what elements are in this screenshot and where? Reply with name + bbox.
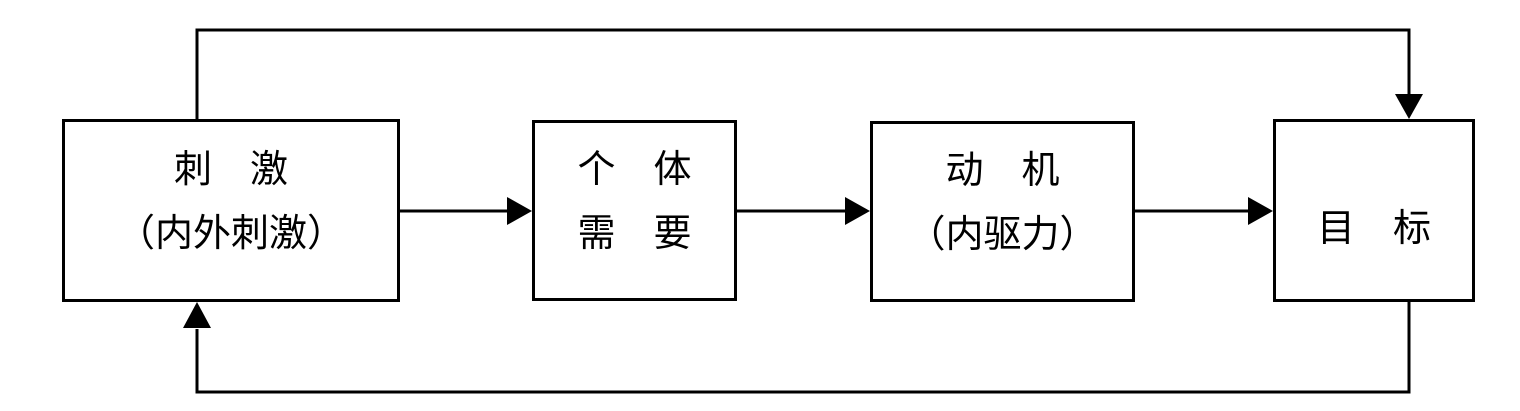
box-stimulus: 刺 激 （内外刺激） <box>62 119 400 302</box>
box-motivation-title: 动 机 <box>945 147 1060 192</box>
box-motivation: 动 机 （内驱力） <box>870 121 1135 302</box>
arrow-needs-to-motivation-arrowhead <box>845 197 870 225</box>
feedback-bottom-arrowhead <box>183 302 211 328</box>
box-stimulus-title: 刺 激 <box>173 146 288 191</box>
arrow-motivation-to-goal-arrowhead <box>1248 197 1273 225</box>
box-needs-line2: 需 要 <box>577 210 692 255</box>
box-needs-line1: 个 体 <box>577 146 692 191</box>
feedback-bottom-line <box>195 302 1411 394</box>
feedback-top-arrowhead <box>1395 94 1423 119</box>
box-goal-title: 目 标 <box>1316 205 1431 250</box>
box-motivation-subtitle: （内驱力） <box>907 211 1098 256</box>
feedback-top-line <box>195 28 1411 119</box>
box-individual-needs: 个 体 需 要 <box>532 120 737 301</box>
arrow-stimulus-to-needs-arrowhead <box>507 197 532 225</box>
box-stimulus-subtitle: （内外刺激） <box>116 210 345 255</box>
box-goal: 目 标 <box>1273 119 1475 302</box>
